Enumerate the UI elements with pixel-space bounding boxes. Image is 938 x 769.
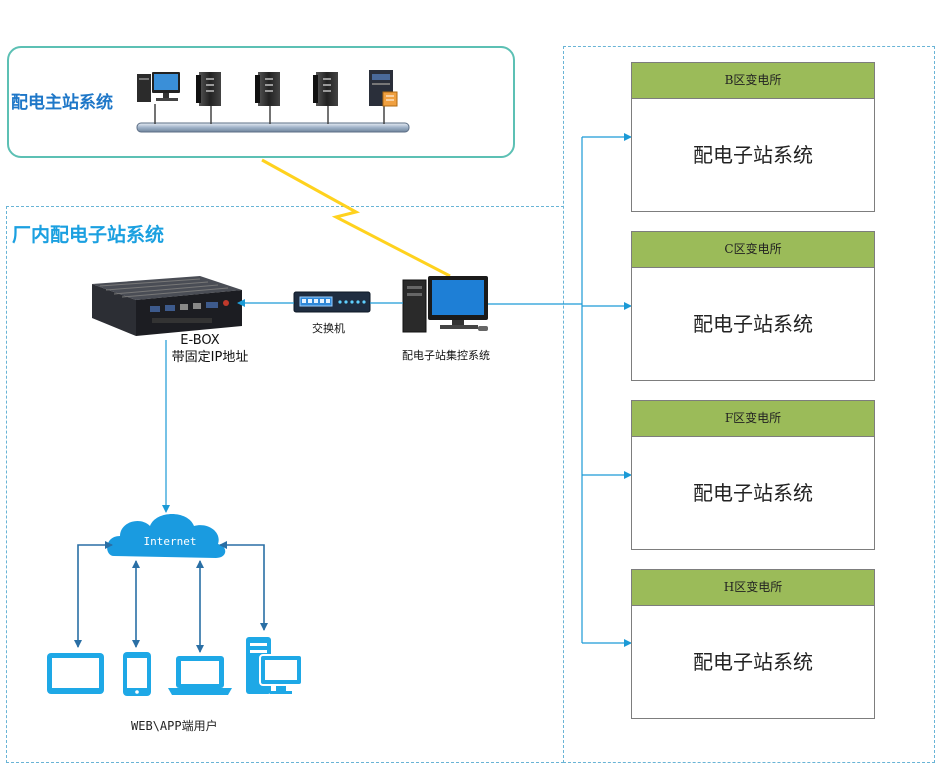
substation-system-label: 配电子站系统 (693, 481, 813, 505)
desktop-pc-icon (246, 637, 303, 694)
substation-panel-c: C区变电所 配电子站系统 (631, 231, 875, 381)
substation-header: C区变电所 (632, 232, 874, 268)
users-label: WEB\APP端用户 (131, 719, 218, 733)
wireless-link-icon (261, 158, 451, 278)
substation-region-border (563, 46, 935, 763)
substation-system-label: 配电子站系统 (693, 650, 813, 674)
master-workstation-icon (137, 72, 180, 102)
network-bus (136, 104, 410, 133)
substation-header: B区变电所 (632, 63, 874, 99)
substation-panel-h: H区变电所 配电子站系统 (631, 569, 875, 719)
server-icon (313, 72, 338, 106)
plant-system-title: 厂内配电子站系统 (12, 224, 165, 246)
substation-panel-f: F区变电所 配电子站系统 (631, 400, 875, 550)
ebox-ip-note: 带固定IP地址 (171, 350, 249, 365)
switch-label: 交换机 (312, 322, 345, 335)
collector-label: 配电子站集控系统 (402, 349, 490, 362)
substation-header: H区变电所 (632, 570, 874, 606)
substation-system-label: 配电子站系统 (693, 312, 813, 336)
network-switch-icon (293, 291, 371, 313)
server-icon (255, 72, 280, 106)
substation-panel-b: B区变电所 配电子站系统 (631, 62, 875, 212)
database-server-icon (369, 70, 398, 107)
substation-link-lines (581, 133, 632, 647)
smartphone-icon (123, 652, 151, 696)
ebox-device-icon (92, 276, 242, 336)
master-station-title: 配电主站系统 (11, 93, 113, 113)
user-link-arrows (74, 541, 268, 653)
substation-system-label: 配电子站系统 (693, 143, 813, 167)
ebox-name-label: E-BOX (180, 333, 220, 348)
substation-header: F区变电所 (632, 401, 874, 437)
plant-connection-lines (162, 299, 582, 513)
tablet-icon (47, 653, 104, 694)
server-icon (196, 72, 221, 106)
internet-label: Internet (143, 535, 197, 548)
collector-workstation-icon (402, 276, 488, 333)
plant-region-border (6, 206, 564, 763)
laptop-icon (168, 656, 232, 695)
internet-cloud-icon (107, 514, 226, 558)
